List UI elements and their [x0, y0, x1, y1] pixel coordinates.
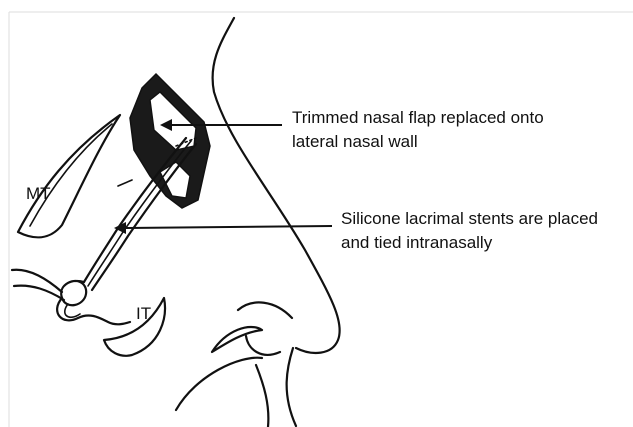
- nose-profile-line: [213, 18, 340, 353]
- stent-loop-lower: [57, 298, 130, 324]
- inferior-turbinate-outline: [104, 298, 165, 356]
- nasal-ala-curve: [238, 302, 292, 318]
- middle-turbinate-inner: [30, 124, 112, 226]
- cheek-line-lower: [256, 365, 268, 427]
- label-mt: MT: [26, 183, 51, 204]
- label-stent-line1: Silicone lacrimal stents are placed: [341, 208, 598, 229]
- stent-arrow-line: [122, 226, 332, 228]
- label-flap-line2: lateral nasal wall: [292, 131, 418, 152]
- label-flap-line1: Trimmed nasal flap replaced onto: [292, 107, 544, 128]
- mt-tick: [118, 180, 132, 186]
- jaw-curve: [176, 358, 262, 410]
- label-it: IT: [136, 303, 151, 324]
- nostril-inner-curve: [246, 336, 280, 355]
- cheek-crescent: [212, 327, 262, 352]
- label-stent-line2: and tied intranasally: [341, 232, 492, 253]
- stent-knot: [61, 281, 86, 305]
- upper-lip-line: [287, 348, 296, 426]
